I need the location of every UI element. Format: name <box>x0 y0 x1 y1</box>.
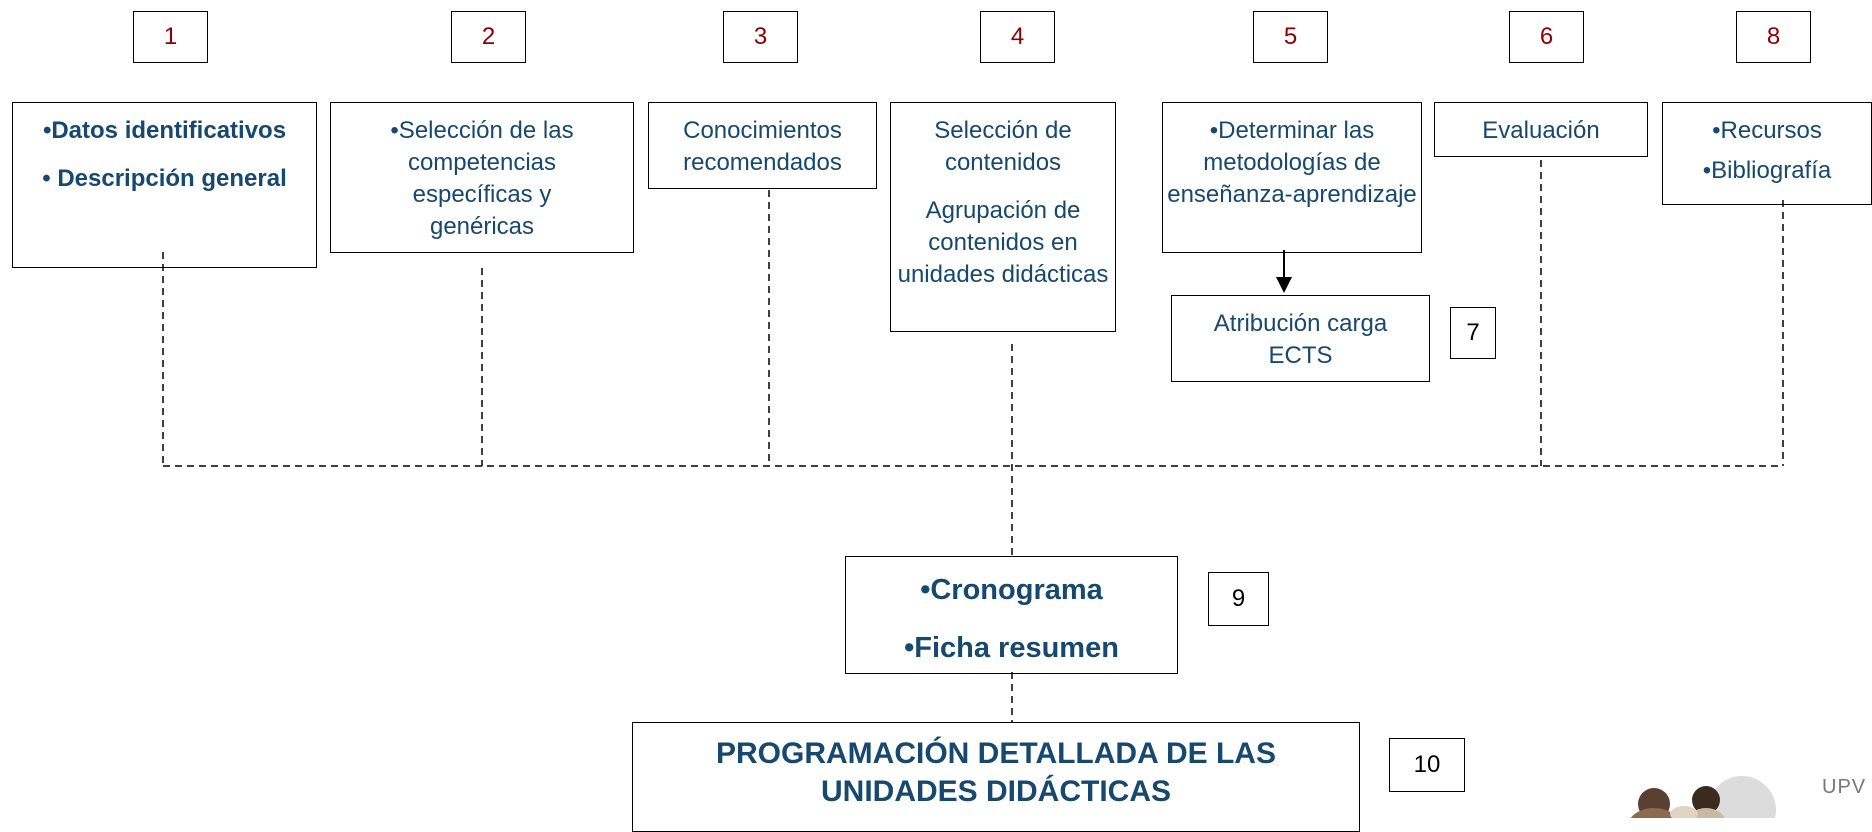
step-number-7: 7 <box>1450 307 1496 359</box>
seleccion-competencias-text: •Selección de las competencias específic… <box>390 117 574 240</box>
box-seleccion-competencias: •Selección de las competencias específic… <box>330 102 634 253</box>
upv-logo: UPV <box>1614 770 1872 832</box>
box-programacion: PROGRAMACIÓN DETALLADA DE LAS UNIDADES D… <box>632 722 1360 832</box>
box-datos-descripcion: •Datos identificativos • Descripción gen… <box>12 102 317 268</box>
box-cronograma-ficha: •Cronograma •Ficha resumen <box>845 556 1178 674</box>
programacion-text: PROGRAMACIÓN DETALLADA DE LAS UNIDADES D… <box>716 737 1276 808</box>
step-number-9: 9 <box>1208 572 1269 626</box>
recursos-text: •Recursos <box>1712 117 1822 144</box>
box-contenidos: Selección de contenidos Agrupación de co… <box>890 102 1116 332</box>
box-evaluacion: Evaluación <box>1434 102 1648 157</box>
box-atribucion-ects: Atribución carga ECTS <box>1171 295 1430 382</box>
step-number-5: 5 <box>1253 11 1328 63</box>
step-number-6: 6 <box>1509 11 1584 63</box>
seleccion-contenidos-text: Selección de contenidos <box>934 117 1072 176</box>
step-number-2: 2 <box>451 11 526 63</box>
upv-logo-text: UPV <box>1822 776 1867 798</box>
box-recursos-bibliografia: •Recursos •Bibliografía <box>1662 102 1872 205</box>
step-number-3: 3 <box>723 11 798 63</box>
atribucion-ects-text: Atribución carga ECTS <box>1213 310 1388 369</box>
ficha-resumen-text: •Ficha resumen <box>904 632 1119 664</box>
evaluacion-text: Evaluación <box>1482 117 1600 144</box>
metodologias-text: •Determinar las metodologías de enseñanz… <box>1167 117 1417 208</box>
cronograma-text: •Cronograma <box>920 574 1103 606</box>
box-metodologias: •Determinar las metodologías de enseñanz… <box>1162 102 1422 253</box>
conocimientos-text: Conocimientos recomendados <box>683 117 842 176</box>
bibliografia-text: •Bibliografía <box>1702 157 1832 184</box>
step-number-10: 10 <box>1389 738 1465 792</box>
agrupacion-contenidos-text: Agrupación de contenidos en unidades did… <box>897 197 1109 288</box>
step-number-8: 8 <box>1736 11 1811 63</box>
descripcion-general-text: • Descripción general <box>42 165 287 192</box>
datos-identificativos-text: •Datos identificativos <box>42 117 287 144</box>
box-conocimientos: Conocimientos recomendados <box>648 102 877 189</box>
arrow-head-icon <box>1276 277 1292 293</box>
step-number-1: 1 <box>133 11 208 63</box>
step-number-4: 4 <box>980 11 1055 63</box>
